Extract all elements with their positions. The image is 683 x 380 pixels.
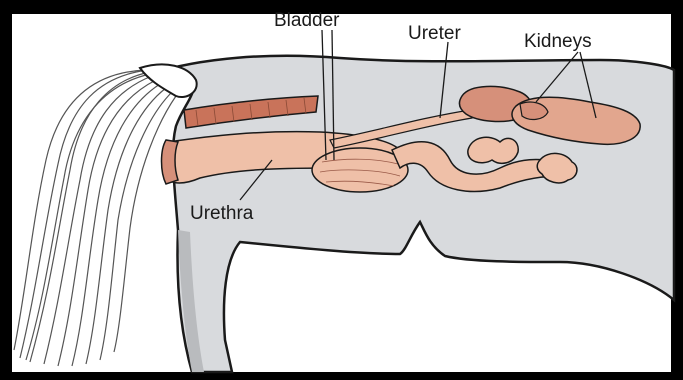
- label-urethra: Urethra: [190, 203, 254, 224]
- tract-opening: [162, 140, 179, 184]
- ovary-left: [468, 137, 518, 163]
- label-ureter: Ureter: [408, 23, 461, 44]
- label-bladder: Bladder: [274, 10, 340, 31]
- label-kidneys: Kidneys: [524, 31, 592, 52]
